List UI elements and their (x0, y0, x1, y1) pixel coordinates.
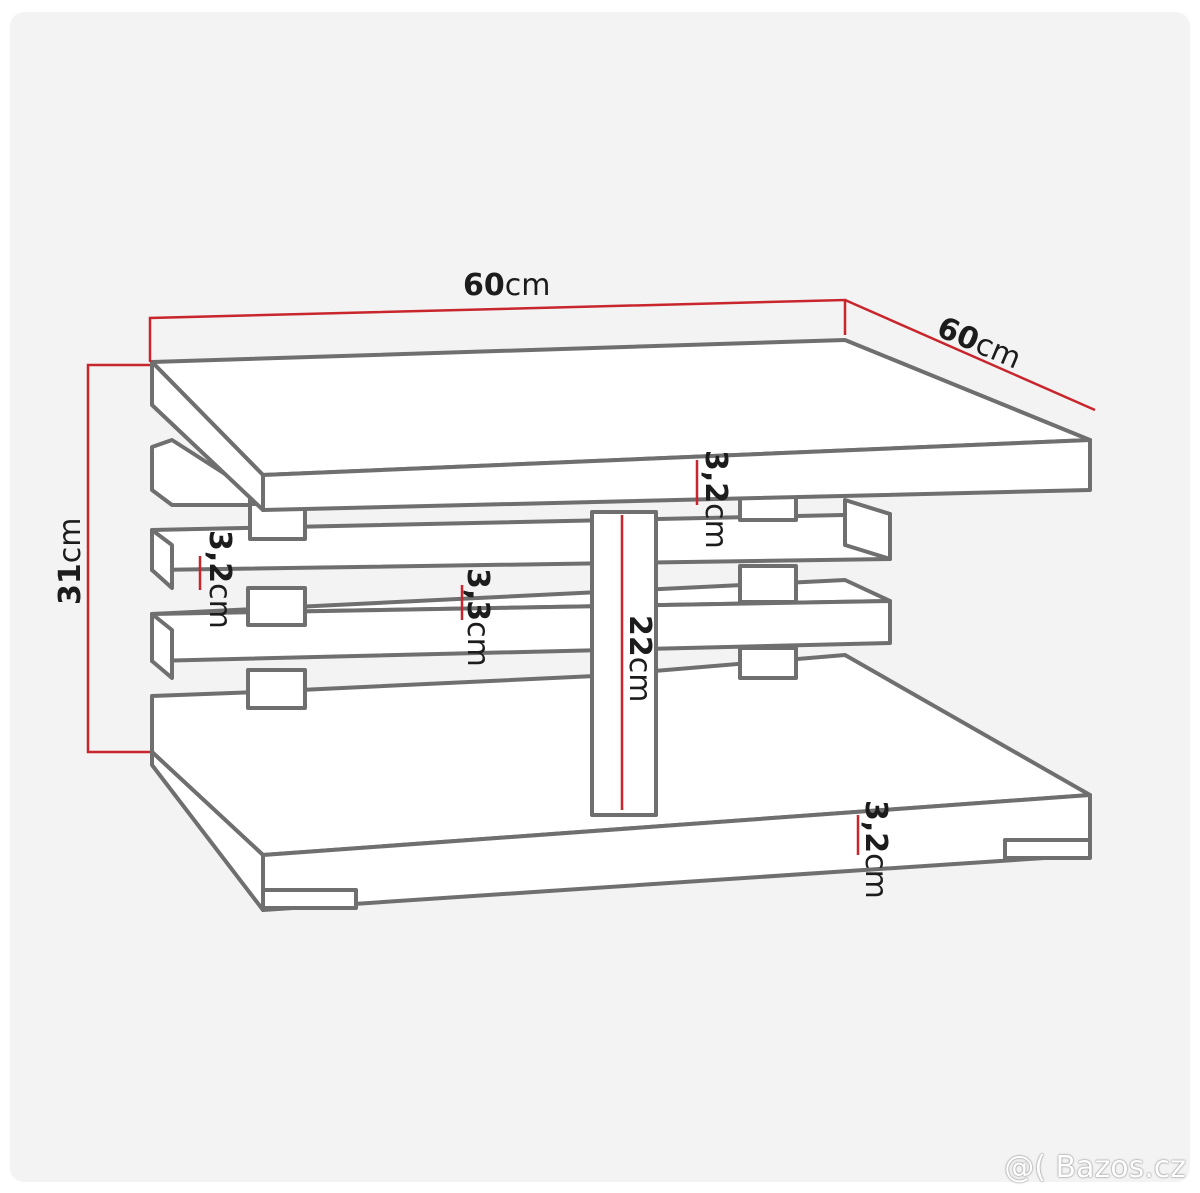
depth-dimension-line (844, 298, 1096, 412)
lower-shelf-side (150, 612, 174, 680)
central-column (590, 510, 658, 817)
spacer-height-label: 3,3cm (460, 568, 495, 667)
width-dimension-line (148, 298, 847, 362)
middle-spacer-right (738, 564, 798, 604)
dimension-lines (86, 298, 1096, 855)
column-height-label: 22cm (622, 615, 657, 702)
upper-shelf-side (150, 528, 174, 590)
upper-shelf-end (843, 498, 892, 561)
lower-spacer-right (738, 646, 798, 680)
top-thickness-label: 3,2cm (698, 450, 733, 549)
shelf-thickness-label: 3,2cm (202, 530, 237, 629)
dimension-labels: 60cm 60cm 31cm 3,2cm 3,2cm 3,3cm 22cm 3,… (53, 268, 1026, 899)
base-foot-right (1003, 838, 1092, 860)
depth-label: 60cm (932, 310, 1026, 376)
base-thickness-label: 3,2cm (858, 800, 893, 899)
watermark: @( Bazos.cz (1004, 1150, 1186, 1185)
base-foot-left (261, 888, 358, 910)
width-label: 60cm (463, 268, 550, 303)
height-dimension-line (86, 363, 150, 754)
height-label: 31cm (53, 518, 88, 605)
lower-spacer-left (246, 668, 307, 710)
middle-spacer-left (246, 586, 307, 627)
table-top-side (150, 360, 265, 512)
